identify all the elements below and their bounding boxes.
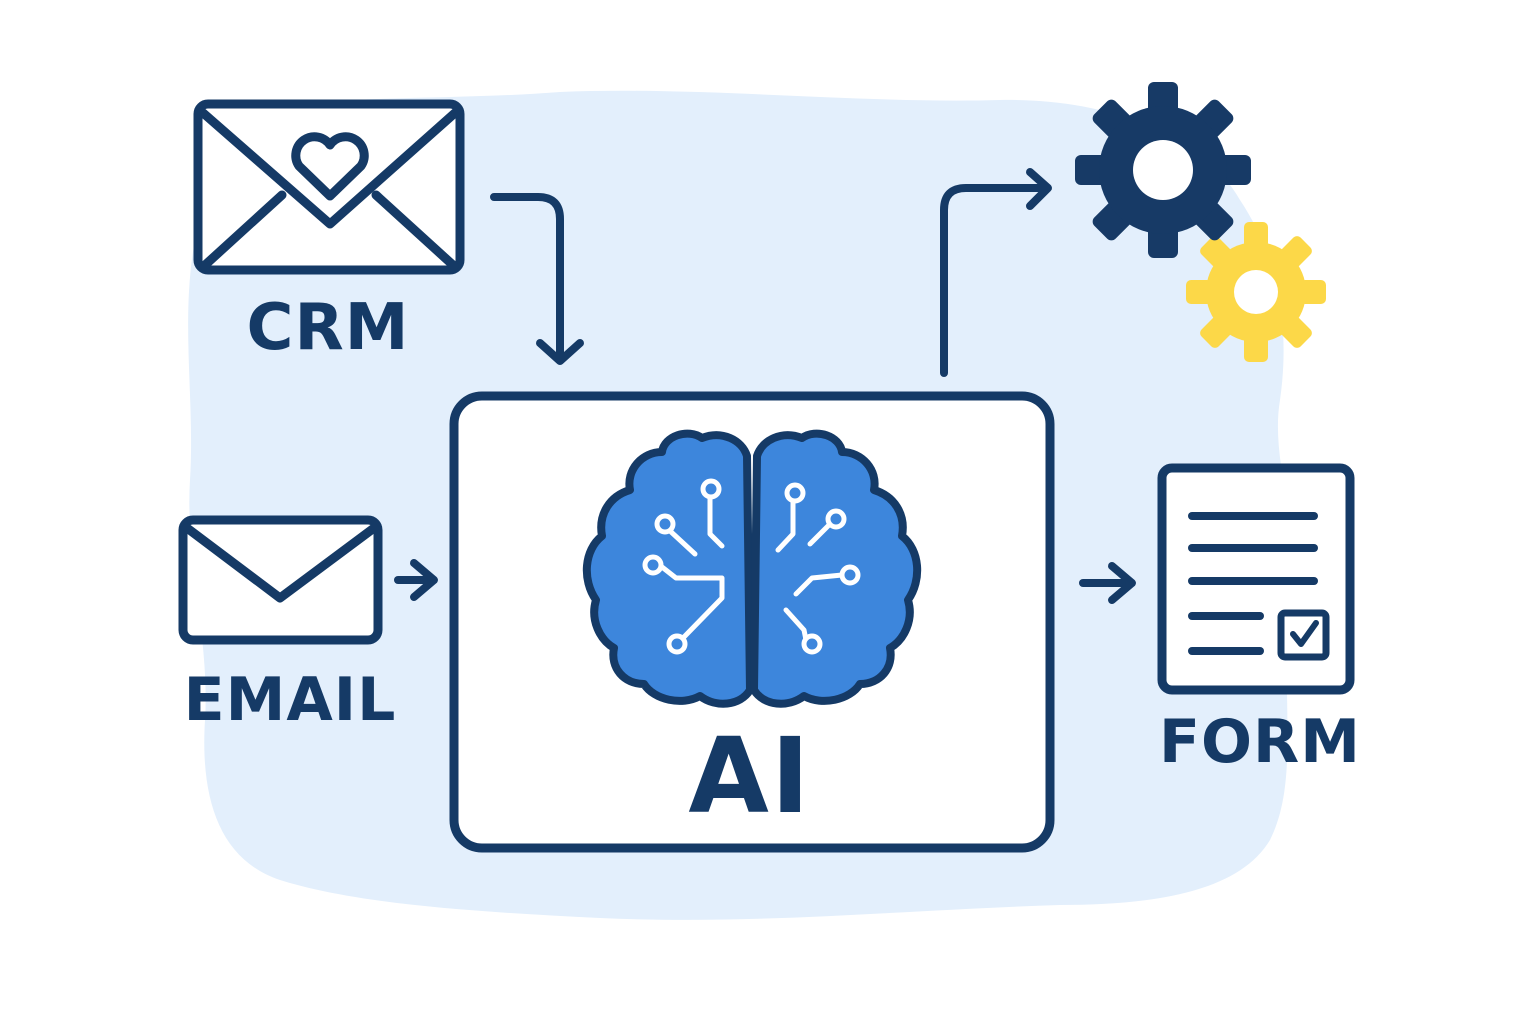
checkmark-icon [1290, 620, 1319, 647]
gears-icon [1075, 82, 1326, 362]
arrowhead-email-to-ai [410, 559, 438, 601]
arrow-crm-to-ai [490, 193, 564, 362]
connector-arrows [394, 168, 1136, 604]
form-label: FORM [1159, 707, 1361, 777]
arrowhead-ai-to-gears [1026, 168, 1052, 210]
yellow-gear [1186, 222, 1326, 362]
arrowhead-crm-to-ai [536, 339, 584, 365]
envelope-heart-icon [193, 99, 465, 275]
brain-circuit-icon [582, 429, 922, 708]
arrow-ai-to-gears [940, 184, 1050, 377]
form-document-icon [1157, 463, 1355, 695]
email-label: EMAIL [183, 665, 397, 735]
arrowhead-ai-to-form [1108, 562, 1136, 604]
ai-label: AI [688, 715, 812, 837]
form-checkbox-icon [1277, 609, 1330, 661]
navy-gear [1075, 82, 1251, 258]
crm-label: CRM [246, 291, 410, 365]
envelope-icon [178, 515, 383, 645]
